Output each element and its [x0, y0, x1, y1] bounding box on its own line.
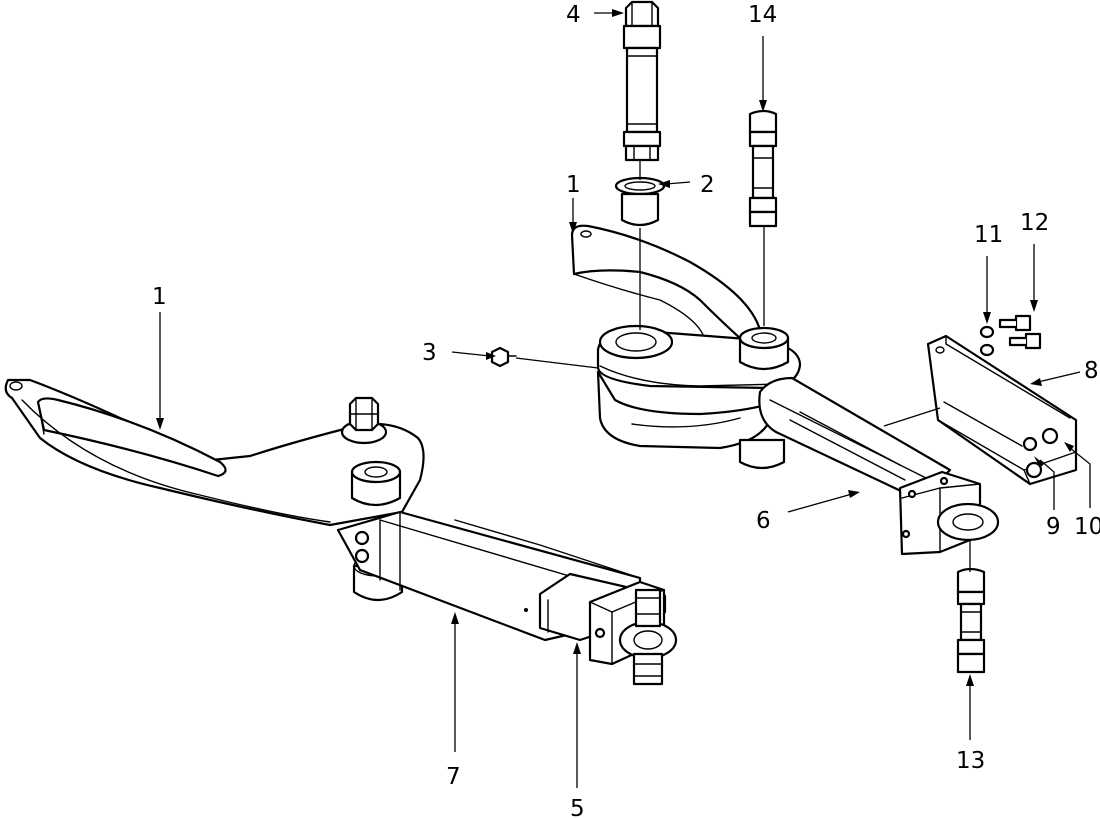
callout-11: 11 — [974, 222, 1003, 248]
washer-lower — [979, 343, 995, 357]
callout-8: 8 — [1084, 358, 1099, 384]
right-mounting-bracket — [926, 334, 1078, 486]
left-arm-hole — [9, 381, 23, 391]
left-end-roller — [618, 620, 678, 660]
callout-10: 10 — [1074, 514, 1100, 540]
callout-2: 2 — [700, 172, 715, 198]
callout-5: 5 — [570, 796, 585, 819]
callout-labels: 1 1 2 3 4 14 7 5 6 8 9 10 11 12 13 — [152, 2, 1100, 819]
part-14-bolt — [748, 109, 778, 228]
part-2-sleeve — [614, 176, 666, 227]
part-3-grease-nipple — [490, 346, 517, 368]
assembly-axis-lines — [515, 160, 971, 572]
part-4-bolt — [622, 0, 662, 162]
callout-3: 3 — [422, 340, 437, 366]
left-arm-assembly — [4, 378, 678, 686]
washer-upper — [979, 325, 995, 339]
callout-1-top: 1 — [566, 172, 581, 198]
callout-4: 4 — [566, 2, 581, 28]
callout-6: 6 — [756, 508, 771, 534]
part-13-bolt — [956, 567, 986, 674]
callout-7: 7 — [446, 764, 461, 790]
callout-12: 12 — [1020, 210, 1049, 236]
callout-14: 14 — [748, 2, 777, 28]
right-pivot-bushing — [598, 324, 674, 360]
callout-9: 9 — [1046, 514, 1061, 540]
right-arm-assembly — [570, 224, 1078, 556]
callout-13: 13 — [956, 748, 985, 774]
screw-lower — [1024, 332, 1042, 350]
callout-1-left: 1 — [152, 284, 167, 310]
leader-lines — [156, 9, 1091, 788]
right-end-roller — [936, 502, 1000, 542]
screw-upper — [1014, 314, 1032, 332]
